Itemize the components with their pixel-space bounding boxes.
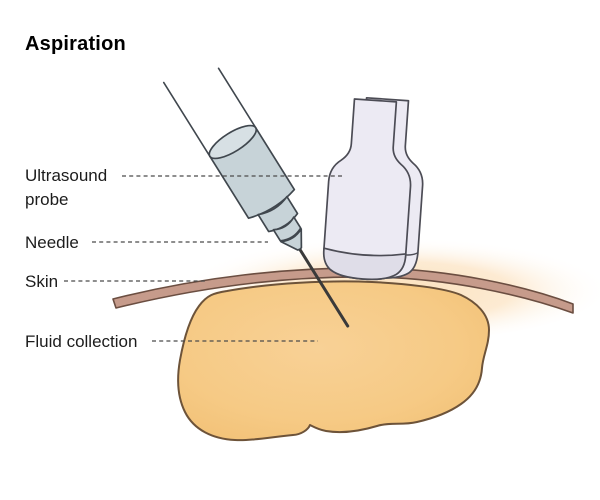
syringe-wall-left: [162, 81, 211, 158]
needle-shaft: [296, 244, 350, 328]
label-needle: Needle: [25, 233, 79, 252]
probe-foot-band-back-line: [405, 252, 419, 256]
skin-shape: [112, 267, 574, 314]
label-fluid-collection: Fluid collection: [25, 332, 138, 351]
probe-foot-band: [322, 247, 407, 281]
syringe-barrel-top: [208, 124, 258, 160]
syringe-cone-tip: [280, 228, 303, 251]
ultrasound-probe: [322, 96, 424, 281]
label-skin: Skin: [25, 272, 59, 291]
fluid-collection-shape: [177, 280, 490, 442]
diagram-title: Aspiration: [25, 33, 126, 55]
label-ultrasound-probe: Ultrasound probe: [25, 166, 108, 209]
syringe: [162, 67, 350, 328]
syringe-hub-ring: [272, 216, 302, 242]
syringe-wall-right: [217, 67, 257, 129]
